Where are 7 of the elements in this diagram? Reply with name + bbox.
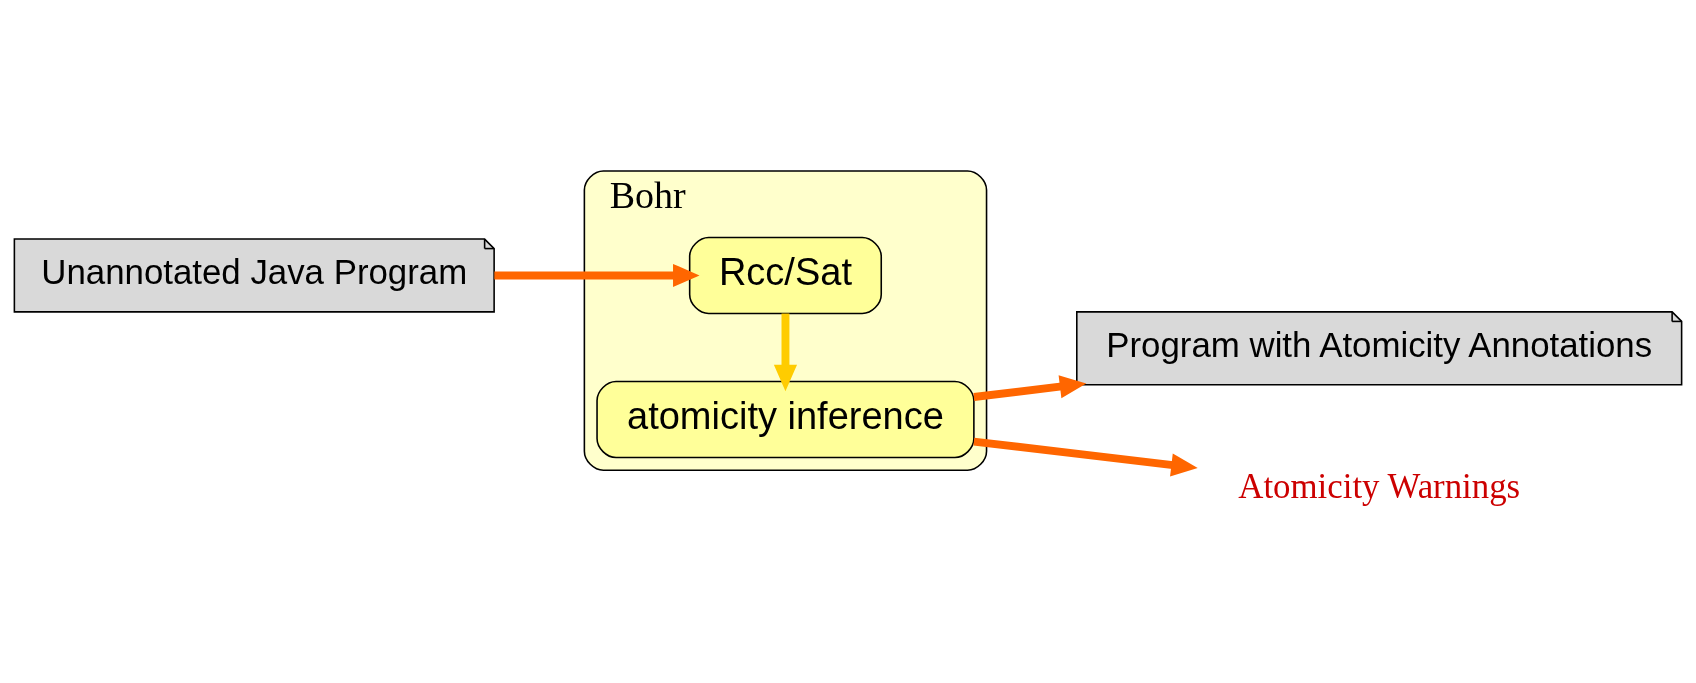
node-box: atomicity inference [596, 380, 975, 458]
arrow [773, 313, 798, 391]
arrow [973, 437, 1198, 476]
node-box: Rcc/Sat [688, 236, 883, 314]
arrow [494, 263, 700, 287]
node-text: Atomicity Warnings [1238, 466, 1521, 506]
arrow [973, 374, 1087, 401]
